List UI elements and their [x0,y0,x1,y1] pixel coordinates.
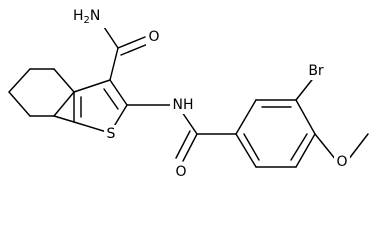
methoxy-oxygen-label: O [334,153,350,171]
bond-omethoxy-ch3 [347,133,369,161]
amide-nh2-h: H [73,8,84,24]
bond-camide-o-1 [117,36,146,49]
bond-th-c3-c2 [109,79,128,106]
bond-th-c3a-c3 [73,79,111,93]
bond-th-c7a-ch [53,115,75,123]
bond-ccarbonyl-o-2 [175,130,191,159]
bond-bz-4 [295,133,316,168]
chemical-structure-diagram: H2N O S NH O Br O [8,6,369,181]
bond-bz-1 [235,99,257,135]
amide-oxygen-text: O [148,29,159,45]
amide-nh2-n: N [90,8,100,24]
bond-ch-6 [53,91,75,117]
bromine-label: Br [305,62,327,80]
bond-ccarbonyl-o-1 [182,133,198,162]
bond-ch-4 [8,91,31,117]
amide-oxygen-label: O [146,28,162,46]
svg-text:H2N: H2N [73,8,100,26]
amide-nh-label: NH [170,96,196,114]
thiophene-sulfur-label: S [104,125,118,143]
bond-bz-omethoxy [314,133,337,161]
bond-nh-ccarbonyl [181,111,198,135]
methoxy-oxygen-text: O [336,154,347,170]
bond-camide-o-2 [120,43,149,56]
amide-nh-text: NH [173,97,194,113]
benzoyl-oxygen-text: O [175,164,186,180]
amide-nh2-subscript: 2 [84,15,90,26]
bond-bz-inner-3 [243,133,260,161]
bond-c3-camide [109,47,119,81]
atom-label-layer: H2N O S NH O Br O [72,6,350,181]
bond-layer [8,23,369,168]
bromine-text: Br [308,63,324,79]
bond-bz-6 [235,133,257,168]
benzoyl-oxygen-label: O [173,163,189,181]
bond-bz-inner-2 [290,133,308,161]
thiophene-sulfur-text: S [107,126,116,142]
bond-ch-3 [8,68,31,93]
amide-nh2-label: H2N [72,6,108,28]
bond-ch-1 [53,68,75,93]
bond-th-c2-c2-inner [103,88,119,110]
bond-bz-3 [295,99,316,135]
